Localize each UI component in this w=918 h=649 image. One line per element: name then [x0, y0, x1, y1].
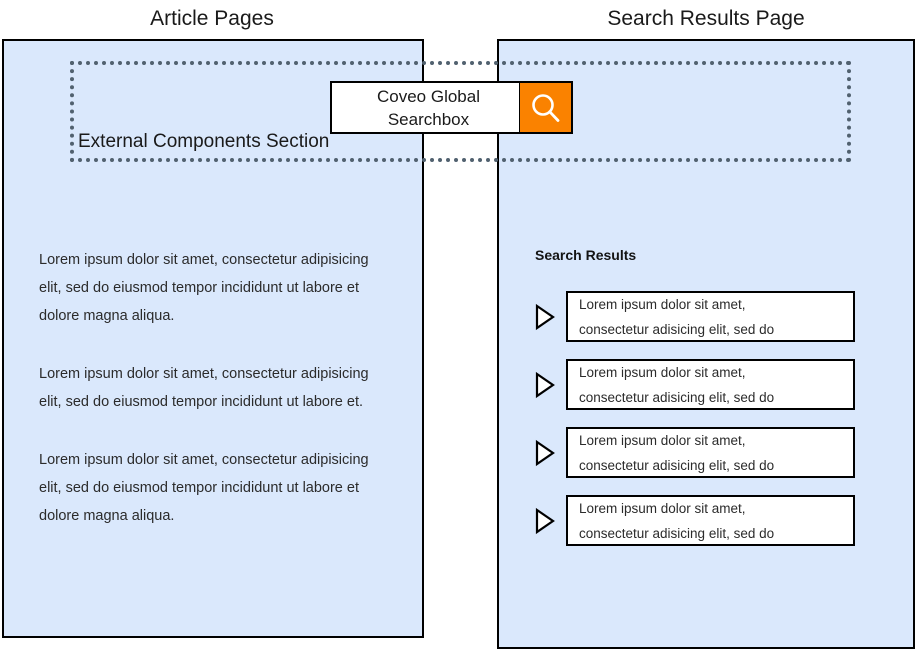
- search-results-page-panel: [497, 39, 915, 649]
- search-result-line2: consectetur adisicing elit, sed do: [579, 457, 775, 473]
- coveo-global-searchbox[interactable]: Coveo Global Searchbox: [330, 81, 573, 134]
- search-result-line1: Lorem ipsum dolor sit amet,: [579, 500, 746, 516]
- search-result-box[interactable]: Lorem ipsum dolor sit amet, consectetur …: [566, 359, 855, 410]
- search-results-list: Lorem ipsum dolor sit amet, consectetur …: [534, 291, 856, 546]
- article-paragraph: Lorem ipsum dolor sit amet, consectetur …: [39, 366, 369, 410]
- search-result-line1: Lorem ipsum dolor sit amet,: [579, 432, 746, 448]
- search-result-box[interactable]: Lorem ipsum dolor sit amet, consectetur …: [566, 495, 855, 546]
- article-paragraph: Lorem ipsum dolor sit amet, consectetur …: [39, 452, 369, 524]
- triangle-right-icon: [534, 427, 566, 478]
- article-body: Lorem ipsum dolor sit amet, consectetur …: [39, 246, 379, 530]
- triangle-right-icon: [534, 359, 566, 410]
- external-components-section: External Components Section: [70, 61, 851, 162]
- coveo-global-searchbox-label: Coveo Global Searchbox: [376, 86, 480, 129]
- search-result-line2: consectetur adisicing elit, sed do: [579, 321, 775, 337]
- search-results-page-title: Search Results Page: [607, 7, 805, 30]
- search-button[interactable]: [519, 83, 571, 132]
- search-result-item[interactable]: Lorem ipsum dolor sit amet, consectetur …: [534, 359, 856, 410]
- search-results-heading: Search Results: [535, 247, 637, 263]
- search-result-box[interactable]: Lorem ipsum dolor sit amet, consectetur …: [566, 427, 855, 478]
- external-components-section-label: External Components Section: [78, 131, 330, 152]
- search-result-item[interactable]: Lorem ipsum dolor sit amet, consectetur …: [534, 291, 856, 342]
- search-icon: [528, 90, 564, 126]
- search-result-box[interactable]: Lorem ipsum dolor sit amet, consectetur …: [566, 291, 855, 342]
- article-pages-title: Article Pages: [150, 7, 274, 30]
- search-result-line1: Lorem ipsum dolor sit amet,: [579, 364, 746, 380]
- search-result-line2: consectetur adisicing elit, sed do: [579, 525, 775, 541]
- search-result-item[interactable]: Lorem ipsum dolor sit amet, consectetur …: [534, 427, 856, 478]
- search-result-item[interactable]: Lorem ipsum dolor sit amet, consectetur …: [534, 495, 856, 546]
- search-result-line1: Lorem ipsum dolor sit amet,: [579, 296, 746, 312]
- triangle-right-icon: [534, 291, 566, 342]
- search-result-line2: consectetur adisicing elit, sed do: [579, 389, 775, 405]
- article-paragraph: Lorem ipsum dolor sit amet, consectetur …: [39, 252, 369, 324]
- triangle-right-icon: [534, 495, 566, 546]
